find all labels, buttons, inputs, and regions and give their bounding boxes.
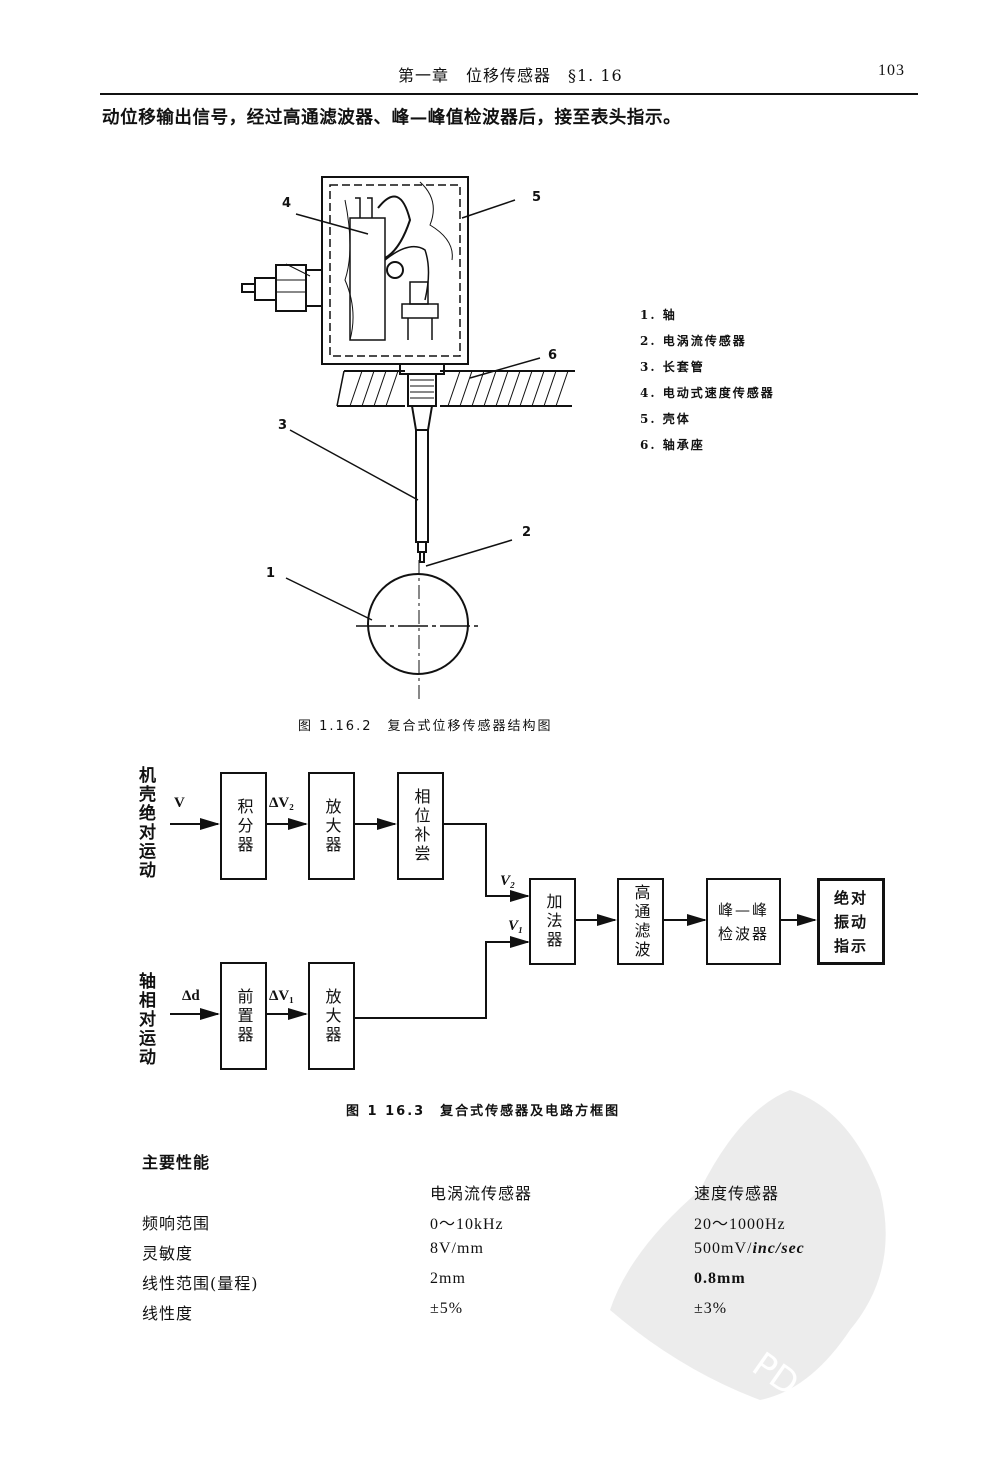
block-label: 高通滤波 [631, 883, 651, 960]
row-value-eddy: 8V/mm [430, 1240, 484, 1257]
block-peak-detector: 峰—峰 检波器 [706, 878, 781, 965]
intro-paragraph: 动位移输出信号，经过高通滤波器、峰—峰值检波器后，接至表头指示。 [102, 108, 682, 128]
signal-v: V [174, 795, 185, 811]
row-value-velocity: 0.8mm [694, 1270, 746, 1287]
shaft-circle [367, 573, 469, 675]
callout-3: 3 [278, 418, 288, 433]
block-label: 前置器 [234, 987, 254, 1045]
figure-legend: 1. 轴 2. 电涡流传感器 3. 长套管 4. 电动式速度传感器 5. 壳体 … [640, 302, 775, 458]
legend-item: 6. 轴承座 [640, 438, 705, 452]
block-highpass-filter: 高通滤波 [617, 878, 664, 965]
signal-dv1: ΔV₁ [269, 988, 294, 1004]
callout-4: 4 [282, 196, 292, 211]
block-label: 加法器 [543, 893, 563, 950]
row-value-eddy: ±5% [430, 1300, 464, 1317]
figure-caption-1: 图 1.16.2 复合式位移传感器结构图 [298, 719, 553, 734]
row-label: 灵敏度 [142, 1244, 194, 1263]
row-value-velocity: ±3% [694, 1300, 728, 1317]
row-value-velocity: 20～1000Hz [694, 1216, 786, 1233]
block-label: 放大器 [322, 797, 342, 855]
legend-item: 1. 轴 [640, 308, 677, 322]
callout-1: 1 [266, 566, 276, 581]
figure-caption-2: 图 1 16.3 复合式传感器及电路方框图 [346, 1104, 621, 1119]
block-label: 指示 [833, 936, 868, 955]
block-amplifier-bottom: 放大器 [308, 962, 355, 1070]
signal-v2: V₂ [500, 873, 516, 889]
row-label: 频响范围 [142, 1214, 211, 1233]
block-label: 放大器 [322, 987, 342, 1045]
block-label: 检波器 [717, 924, 769, 943]
chapter-header: 第一章 位移传感器 §1. 16 [398, 66, 623, 85]
housing-outline [321, 176, 469, 365]
row-label: 线性度 [142, 1304, 194, 1323]
signal-v1: V₁ [508, 918, 524, 934]
column-header-eddy: 电涡流传感器 [430, 1184, 533, 1203]
block-adder: 加法器 [529, 878, 576, 965]
value-text: 500mV/ [694, 1240, 753, 1257]
callout-2: 2 [522, 525, 532, 540]
performance-title: 主要性能 [142, 1153, 211, 1172]
legend-item: 3. 长套管 [640, 360, 705, 374]
value-unit: inc/sec [752, 1240, 805, 1257]
page-number: 103 [878, 62, 905, 79]
legend-item: 5. 壳体 [640, 412, 691, 426]
row-value-eddy: 0～10kHz [430, 1216, 504, 1233]
legend-item: 4. 电动式速度传感器 [640, 386, 775, 400]
housing-inner-dashed [329, 184, 461, 357]
watermark-seal: PDG [610, 1090, 886, 1410]
header-rule [100, 93, 918, 95]
signal-dv2: ΔV₂ [269, 795, 294, 811]
block-label: 绝对 [833, 888, 868, 907]
block-phase-compensation: 相位补尝 [397, 772, 444, 880]
long-sleeve [415, 429, 429, 543]
row-value-velocity: 500mV/inc/sec [694, 1240, 805, 1258]
row-value-eddy: 2mm [430, 1270, 466, 1287]
block-amplifier-top: 放大器 [308, 772, 355, 880]
input-label-shaft-motion: 轴相对运动 [135, 972, 155, 1067]
sensor-structure-diagram [241, 176, 575, 700]
block-integrator: 积分器 [220, 772, 267, 880]
legend-item: 2. 电涡流传感器 [640, 334, 747, 348]
column-header-velocity: 速度传感器 [694, 1184, 780, 1203]
callout-5: 5 [532, 190, 542, 205]
block-label: 振动 [833, 912, 868, 931]
callout-6: 6 [548, 348, 558, 363]
signal-dd: Δd [182, 988, 200, 1004]
block-preamp: 前置器 [220, 962, 267, 1070]
block-label: 峰—峰 [717, 900, 769, 919]
input-label-housing-motion: 机壳绝对运动 [135, 766, 155, 880]
block-diagram-wires [170, 818, 817, 1020]
block-absolute-vibration-indicator: 绝对 振动 指示 [817, 878, 885, 965]
block-label: 积分器 [234, 797, 254, 855]
row-label: 线性范围(量程) [142, 1274, 259, 1293]
block-label: 相位补尝 [411, 788, 431, 864]
